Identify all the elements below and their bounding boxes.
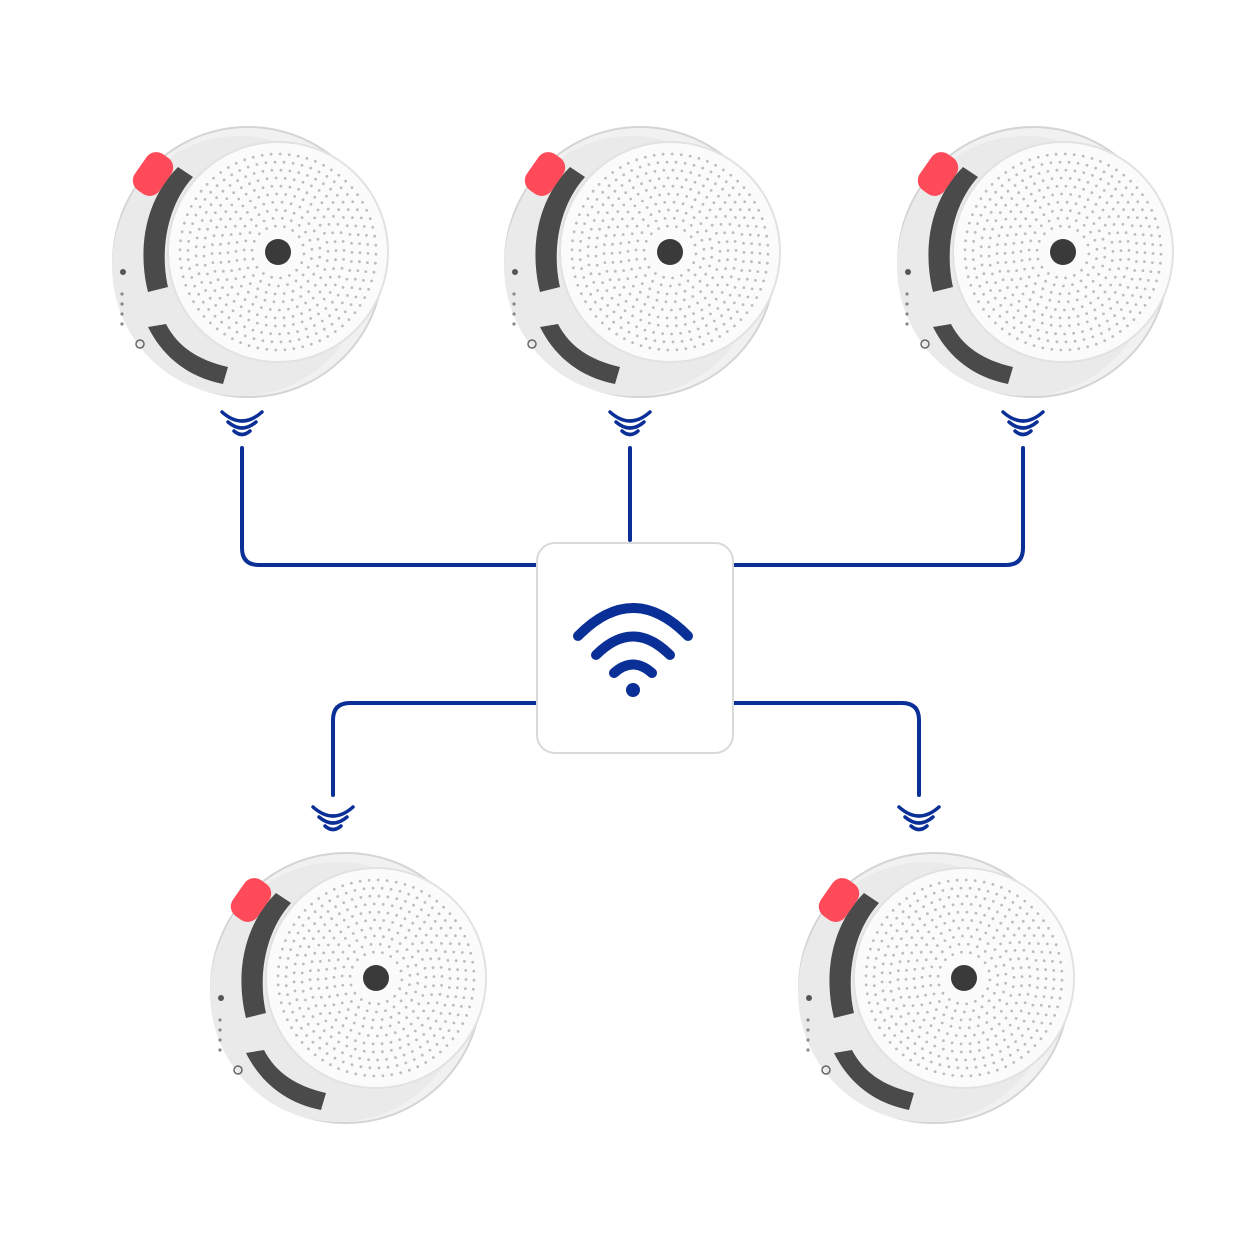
wireless-signal-icon [608, 410, 652, 437]
link-bottom-left [331, 701, 539, 797]
smoke-detector-icon [503, 126, 781, 398]
link-top-right [731, 446, 1025, 567]
wireless-signal-icon [311, 805, 355, 832]
wireless-signal-icon [897, 805, 941, 832]
smoke-detector-icon [896, 126, 1174, 398]
wifi-icon [573, 603, 693, 697]
wireless-signal-icon [1001, 410, 1045, 437]
smoke-detector-icon [797, 852, 1075, 1124]
smoke-detector-icon [209, 852, 487, 1124]
link-bottom-right [731, 701, 921, 797]
smoke-detector-icon [111, 126, 389, 398]
wifi-hub [536, 542, 734, 754]
wireless-signal-icon [220, 410, 264, 437]
link-top-left [240, 446, 539, 567]
connection-lines [240, 446, 1025, 797]
